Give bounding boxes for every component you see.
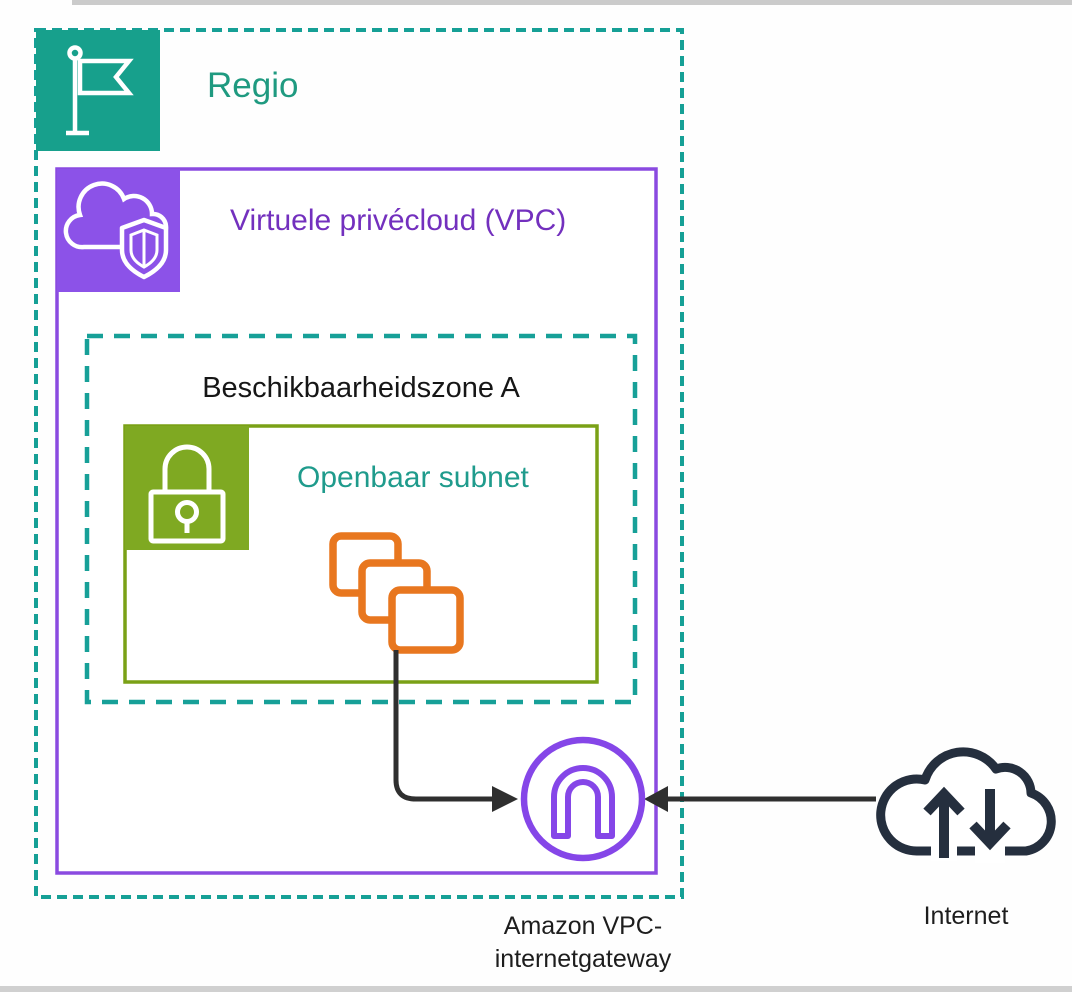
vpc-label: Virtuele privécloud (VPC) <box>230 204 567 237</box>
cloud-shield-icon <box>57 169 180 292</box>
flag-icon <box>36 30 160 151</box>
internet-label: Internet <box>923 902 1009 930</box>
lock-icon <box>125 426 249 550</box>
upload-arrow-icon <box>923 786 965 858</box>
internet-gateway-label: Amazon VPC- internetgateway <box>433 910 733 976</box>
instance-stack-icon <box>329 532 464 654</box>
internet-gateway-label-line2: internetgateway <box>494 945 672 973</box>
availability-zone-border <box>84 333 638 705</box>
connector-internet-to-gateway <box>644 786 876 812</box>
region-border <box>34 28 684 899</box>
download-arrow-icon <box>969 789 1011 851</box>
connector-instances-to-gateway <box>393 650 518 812</box>
internet-cloud-icon <box>876 747 1056 863</box>
region-label: Regio <box>207 66 299 105</box>
screen-edge-artifact-bottom <box>0 986 1072 992</box>
internet-gateway-label-line1: Amazon VPC- <box>503 912 663 940</box>
availability-zone-label: Beschikbaarheidszone A <box>202 372 520 404</box>
internet-gateway-icon <box>520 736 646 862</box>
screen-edge-artifact-top <box>72 0 1072 5</box>
subnet-label: Openbaar subnet <box>297 461 529 494</box>
